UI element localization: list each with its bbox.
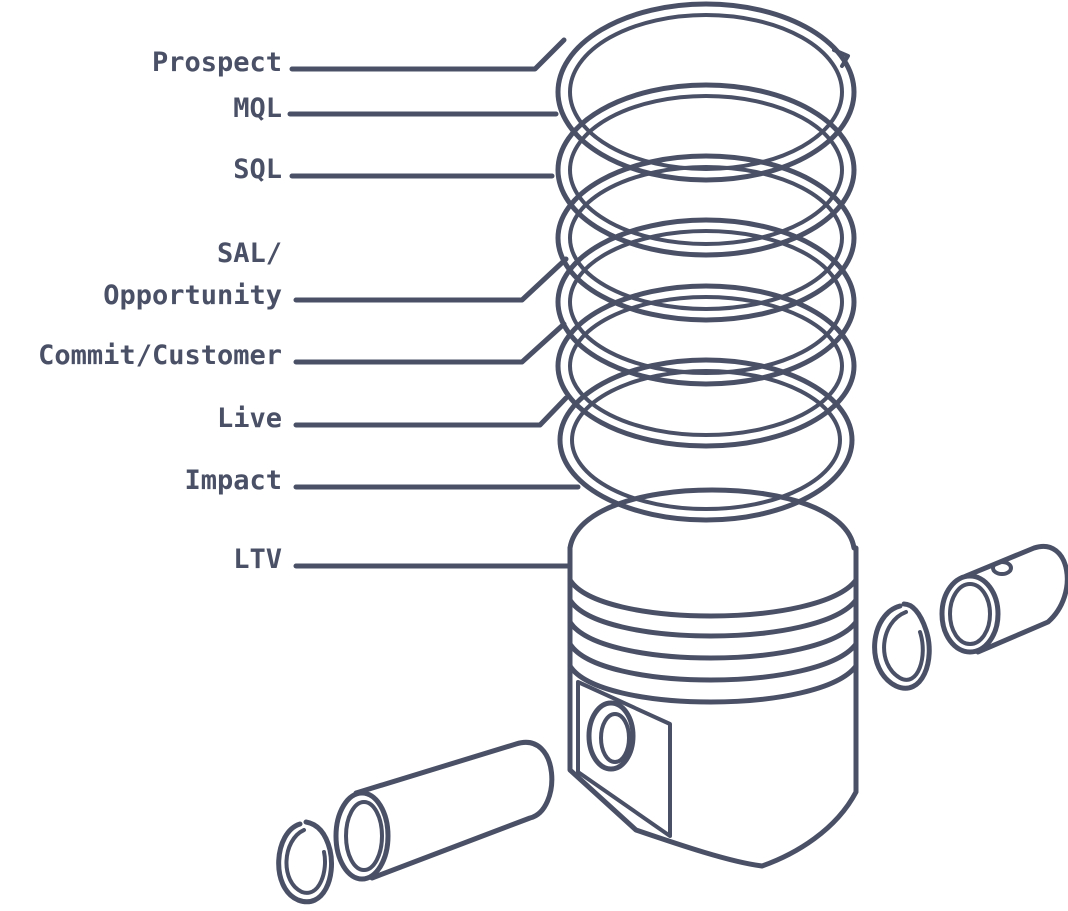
label-prospect: Prospect [152,47,282,78]
piston-ring [555,283,857,449]
label-opportunity: Opportunity [103,280,282,311]
ring-groove [567,663,859,705]
label-mql: MQL [233,93,282,124]
ring-groove [567,577,859,619]
piston-rings [555,1,857,523]
piston-ring [555,82,857,258]
label-sql: SQL [233,154,282,185]
pin-bore [586,700,636,772]
leader-line-sal [293,256,569,303]
piston-ring [555,153,857,323]
piston-skirt [567,545,859,869]
piston-ring [557,357,855,523]
label-impact: Impact [184,465,282,496]
label-live: Live [217,403,282,434]
leader-line-prospect [289,37,567,72]
leader-lines [287,37,581,569]
circlip [872,601,932,691]
ring-groove [567,597,859,639]
ring-groove [567,641,859,683]
circlips [276,601,932,905]
wrist-pins [333,543,1068,882]
ring-groove [567,619,859,661]
label-sal: SAL/ [217,238,282,269]
leader-line-commit [293,321,567,365]
label-group: Prospect MQL SQL SAL/ Opportunity Commit… [38,47,282,575]
label-ltv: LTV [233,544,282,575]
circlip [276,819,334,905]
wrist-pin [939,543,1068,655]
pin-boss [576,680,672,838]
pin-bore-inner [599,712,631,764]
leader-line-live [293,395,569,428]
piston-crown [567,487,857,551]
piston-body [567,487,859,869]
wrist-pin [333,739,555,882]
label-commit-customer: Commit/Customer [38,340,282,371]
